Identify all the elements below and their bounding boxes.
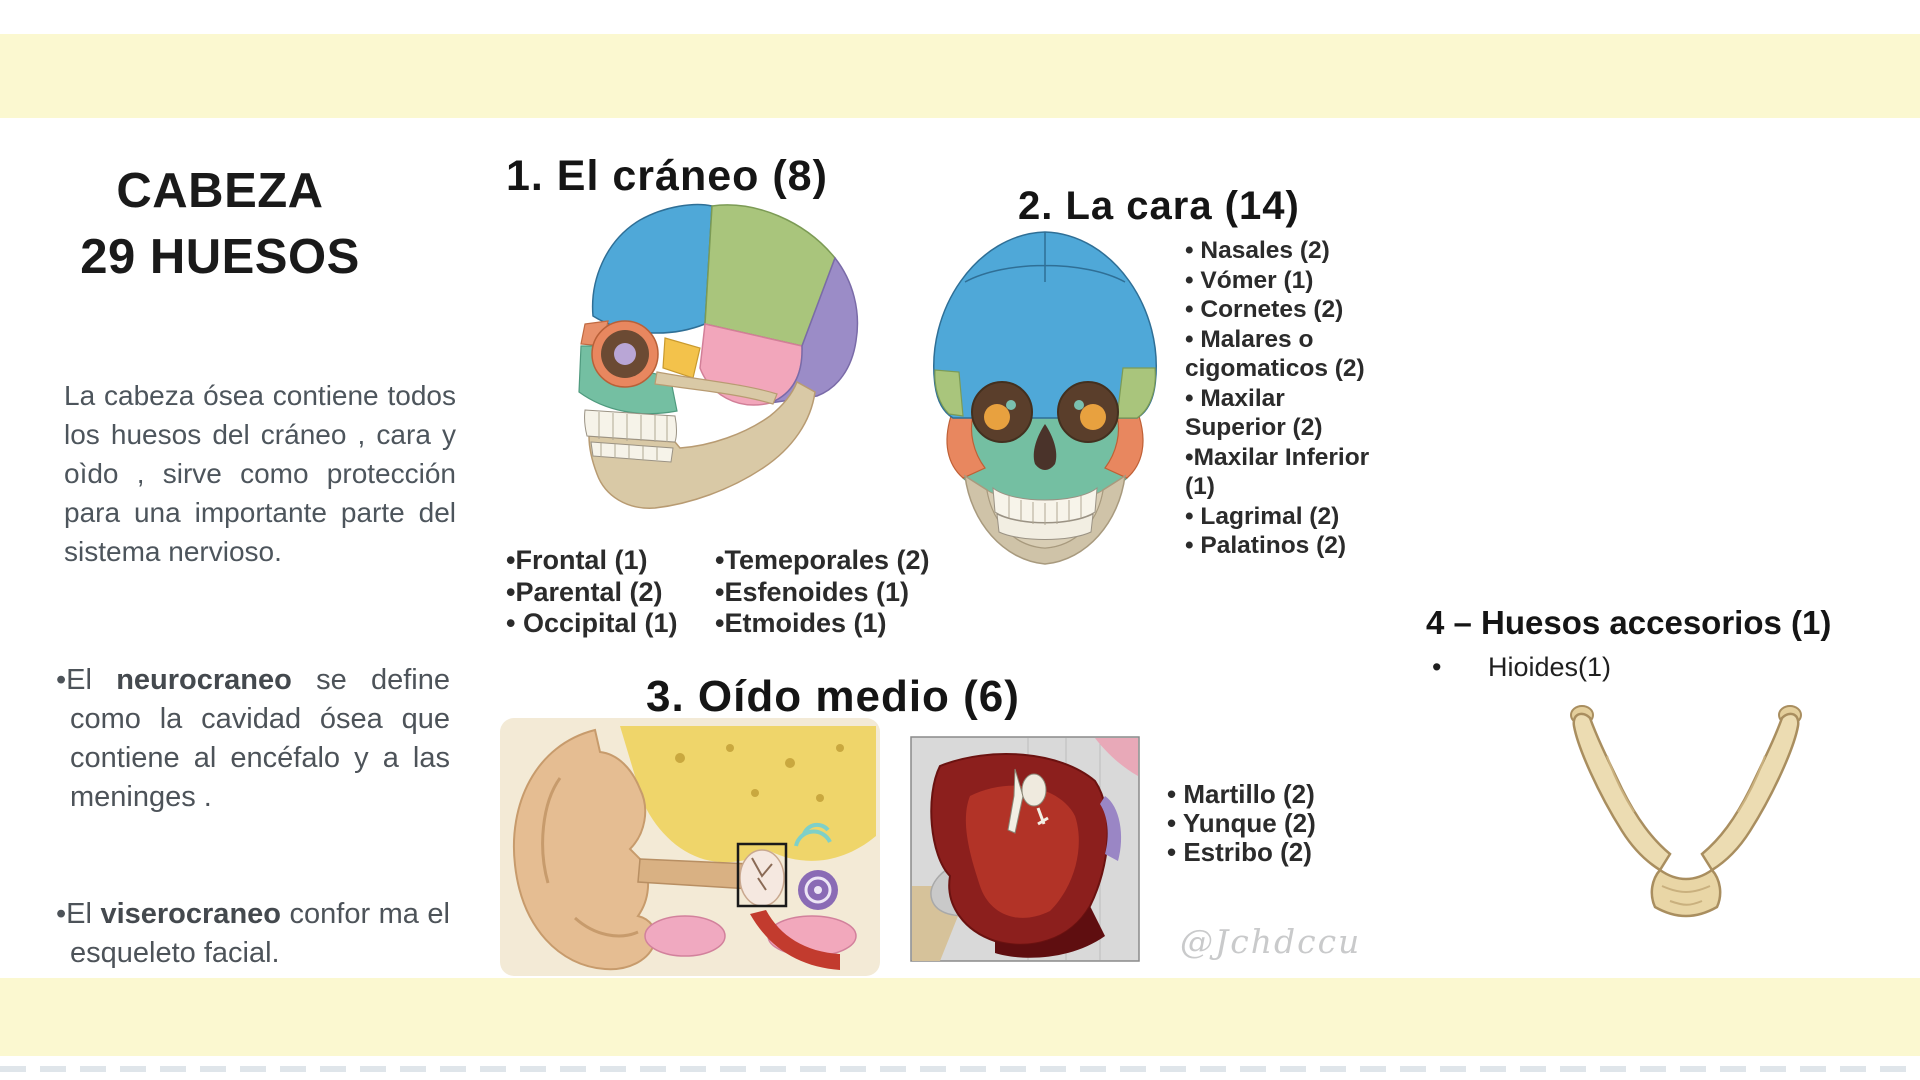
bullet-glyph: • (1432, 652, 1442, 682)
bone-item: •Frontal (1) (506, 545, 648, 575)
bullet-rest: se define como la cavidad ósea que conti… (70, 664, 450, 813)
hyoid-bone (1570, 705, 1802, 918)
section-heading-cara: 2. La cara (14) (1018, 184, 1300, 228)
bone-item: • Lagrimal (2) (1185, 502, 1340, 530)
bone-item: •Temeporales (2) (715, 545, 930, 575)
bullet-lead: •El (56, 664, 117, 696)
bullet-rest: confor ma el esqueleto facial. (70, 898, 450, 969)
page-title: CABEZA 29 HUESOS (50, 158, 390, 290)
bone-item: • Malares o cigomaticos (2) (1185, 325, 1365, 383)
bone-item: • Vómer (1) (1185, 266, 1314, 294)
lateral-skull-illustration (578, 203, 859, 509)
teeth (992, 486, 1098, 540)
bone-item: • Estribo (2) (1167, 837, 1312, 867)
bone-item: • Occipital (1) (506, 608, 678, 638)
cranium-bone-list: •Frontal (1) •Parental (2) • Occipital (… (506, 545, 930, 640)
viserocraneo-bullet: •El viserocraneo confor ma el esqueleto … (56, 895, 450, 973)
title-line-1: CABEZA (116, 164, 324, 218)
frontal-skull-illustration (933, 231, 1157, 565)
cranium-bone-col1: •Frontal (1) •Parental (2) • Occipital (… (506, 545, 691, 640)
bone-item: Hioides(1) (1488, 652, 1612, 682)
bone-item: • Maxilar Superior (2) (1185, 384, 1323, 442)
bullet-term: neurocraneo (116, 664, 292, 696)
bone-item: • Nasales (2) (1185, 237, 1330, 264)
title-line-2: 29 HUESOS (80, 230, 360, 284)
ear-cross-section-illustration (500, 718, 880, 976)
top-yellow-band (0, 34, 1920, 118)
section-heading-oido: 3. Oído medio (6) (646, 672, 1020, 721)
bone-item: •Parental (2) (506, 576, 663, 607)
face-bone-list: • Nasales (2) • Vómer (1) • Cornetes (2)… (1185, 236, 1381, 561)
bottom-yellow-band (0, 978, 1920, 1056)
orbits-and-nose (971, 381, 1119, 470)
bone-item: •Esfenoides (1) (715, 576, 909, 607)
cranium-dome (933, 231, 1157, 419)
bone-item: • Palatinos (2) (1185, 532, 1347, 559)
bone-item: • Martillo (2) (1167, 779, 1315, 809)
bullet-term: viserocraneo (100, 898, 281, 930)
mandible-and-teeth (584, 371, 816, 509)
cranium-bone-col2: •Temeporales (2) •Esfenoides (1) •Etmoid… (715, 545, 930, 640)
middle-ear-bone-list: • Martillo (2) • Yunque (2) • Estribo (2… (1167, 780, 1316, 867)
orbit (591, 320, 659, 388)
bottom-divider-line (0, 1066, 1920, 1072)
bone-item: •Etmoides (1) (715, 608, 887, 638)
bullet-lead: •El (56, 898, 101, 930)
hioides-item: • Hioides(1) (1432, 652, 1611, 683)
bone-item: • Cornetes (2) (1185, 296, 1344, 323)
bone-item: •Maxilar Inferior (1) (1185, 443, 1370, 501)
middle-ear-closeup-illustration (910, 736, 1140, 962)
section-heading-accesorios: 4 – Huesos accesorios (1) (1426, 604, 1832, 641)
watermark-signature: @Jchdccu (1180, 922, 1362, 961)
closeup-anatomy (912, 738, 1138, 961)
neurocraneo-bullet: •El neurocraneo se define como la cavida… (56, 661, 450, 817)
ear-anatomy (500, 718, 880, 976)
section-heading-craneo: 1. El cráneo (8) (506, 152, 828, 200)
bone-item: • Yunque (2) (1167, 808, 1316, 838)
hyoid-bone-illustration (1570, 705, 1802, 918)
intro-paragraph: La cabeza ósea contiene todos los huesos… (64, 380, 456, 567)
